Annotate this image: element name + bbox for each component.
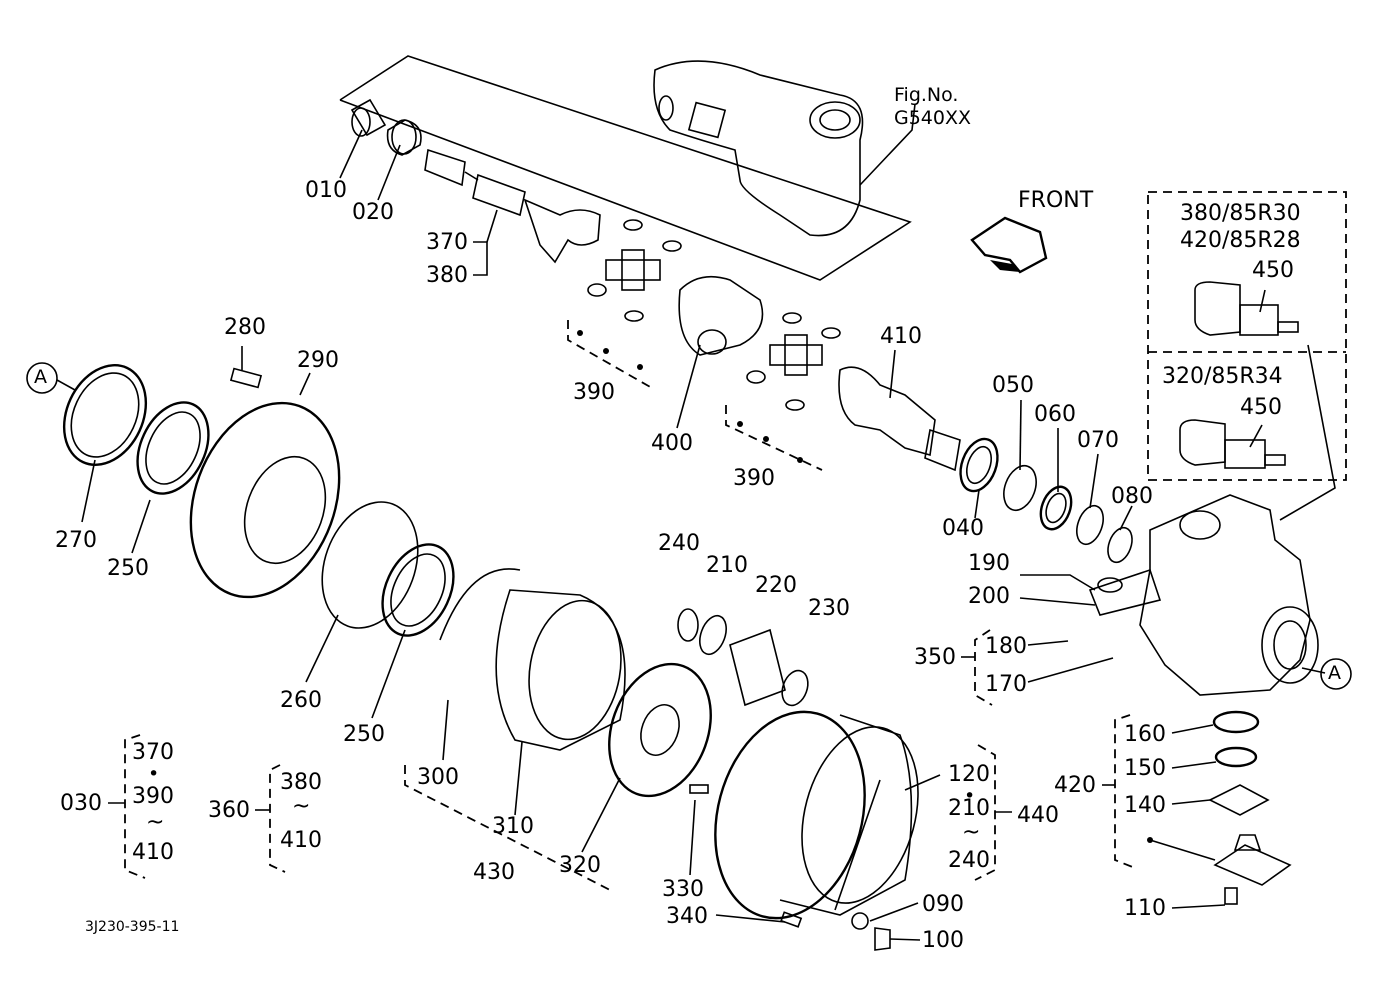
callout-250-a: 250: [107, 556, 149, 581]
wheel-hub-parts: [62, 364, 455, 637]
callout-140: 140: [1124, 793, 1166, 818]
callout-160: 160: [1124, 722, 1166, 747]
callout-430: 430: [473, 860, 515, 885]
callout-270: 270: [55, 528, 97, 553]
callout-020: 020: [352, 200, 394, 225]
callout-060: 060: [1034, 402, 1076, 427]
callout-170: 170: [985, 672, 1027, 697]
callout-320: 320: [559, 853, 601, 878]
callout-420: 420: [1054, 773, 1096, 798]
callout-dots: [577, 330, 1153, 843]
callout-070: 070: [1077, 428, 1119, 453]
group-360-name: 360: [208, 798, 250, 823]
group-440-dot: •: [964, 785, 976, 807]
callout-330: 330: [662, 877, 704, 902]
callout-260: 260: [280, 688, 322, 713]
seal-rings-040-080: [959, 437, 1133, 564]
callout-440: 440: [1017, 803, 1059, 828]
callout-380: 380: [426, 263, 468, 288]
inset-bottom-line1: 320/85R34: [1162, 364, 1283, 389]
front-label: FRONT: [1018, 188, 1094, 213]
callout-080: 080: [1111, 484, 1153, 509]
group-030-item-b: 390: [132, 784, 174, 809]
callout-150: 150: [1124, 756, 1166, 781]
group-360-tilde: ~: [292, 794, 311, 819]
marker-a-right: A: [1328, 662, 1341, 684]
callout-190: 190: [968, 551, 1010, 576]
callout-300: 300: [417, 765, 459, 790]
tire-size-inset-box: [1147, 191, 1347, 521]
inset-top-line1: 380/85R30: [1180, 201, 1301, 226]
drawing-code: 3J230-395-11: [85, 919, 180, 935]
group-360-item-b: 410: [280, 828, 322, 853]
callout-370: 370: [426, 230, 468, 255]
group-030-item-a: 370: [132, 740, 174, 765]
callout-100: 100: [922, 928, 964, 953]
group-440-tilde: ~: [962, 820, 981, 845]
callout-310: 310: [492, 814, 534, 839]
inset-bottom-part: 450: [1240, 395, 1282, 420]
axle-housing-reference: [339, 55, 916, 281]
callout-leader-lines: [56, 129, 1326, 941]
callout-240: 240: [658, 531, 700, 556]
circle-markers: [26, 362, 1352, 690]
callout-040: 040: [942, 516, 984, 541]
callout-120: 120: [948, 762, 990, 787]
callout-290: 290: [297, 348, 339, 373]
steering-knuckle-case: [1088, 494, 1319, 696]
universal-joint-parts: [587, 219, 961, 472]
fig-ref-line1: Fig.No.: [894, 84, 959, 106]
group-360-item-a: 380: [280, 770, 322, 795]
drive-shaft-assembly: [350, 98, 601, 264]
callout-230: 230: [808, 596, 850, 621]
callout-050: 050: [992, 373, 1034, 398]
pivot-parts: [1208, 710, 1292, 905]
callout-340: 340: [666, 904, 708, 929]
callout-090: 090: [922, 892, 964, 917]
callout-110: 110: [1124, 896, 1166, 921]
callout-350: 350: [914, 645, 956, 670]
inset-top-part: 450: [1252, 258, 1294, 283]
group-030-tilde: ~: [146, 810, 165, 835]
callout-210: 210: [706, 553, 748, 578]
group-440-item-b: 240: [948, 848, 990, 873]
callout-400: 400: [651, 431, 693, 456]
callout-410: 410: [880, 324, 922, 349]
fig-ref-line2: G540XX: [894, 107, 972, 129]
front-arrow: [970, 216, 1048, 274]
callout-200: 200: [968, 584, 1010, 609]
inset-top-line2: 420/85R28: [1180, 228, 1301, 253]
callout-280: 280: [224, 315, 266, 340]
planetary-gear-parts: [439, 568, 809, 798]
group-030-dot: •: [148, 763, 160, 785]
callout-010: 010: [305, 178, 347, 203]
callout-180: 180: [985, 634, 1027, 659]
callout-220: 220: [755, 573, 797, 598]
marker-a-left: A: [34, 366, 47, 388]
callout-390-b: 390: [733, 466, 775, 491]
group-030-name: 030: [60, 791, 102, 816]
callout-250-b: 250: [343, 722, 385, 747]
group-440-item-a: 210: [948, 796, 990, 821]
callout-390-a: 390: [573, 380, 615, 405]
group-030-item-c: 410: [132, 840, 174, 865]
hub-cover: [714, 710, 919, 951]
